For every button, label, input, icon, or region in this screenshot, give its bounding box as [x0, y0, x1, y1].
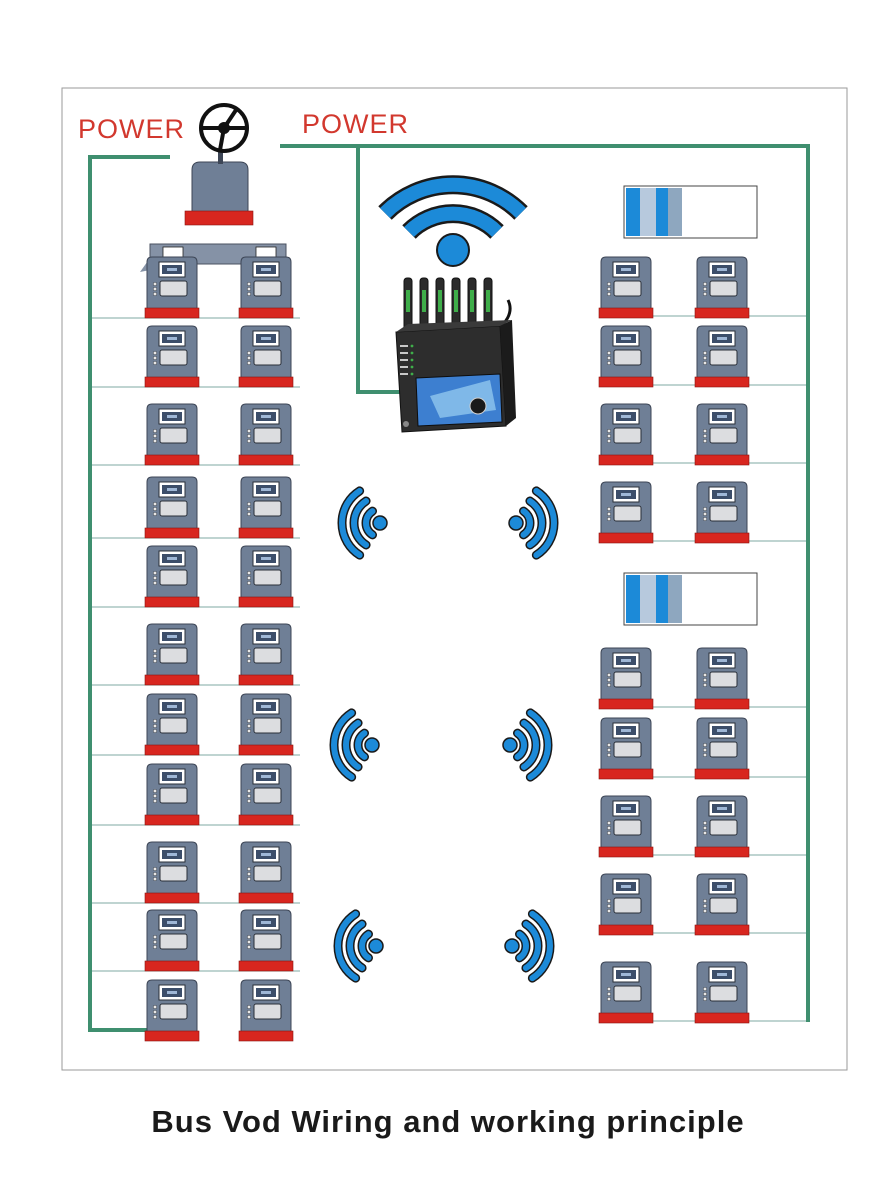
seat-monitor-icon: [144, 476, 200, 539]
seat-monitor-icon: [144, 841, 200, 904]
seat-monitor-icon: [598, 961, 654, 1024]
seat-monitor-icon: [598, 256, 654, 319]
seat-monitor-icon: [694, 647, 750, 710]
signal-strength-panel: [623, 185, 758, 239]
power-label-left: POWER: [78, 114, 186, 144]
seat-monitor-icon: [144, 623, 200, 686]
seat-monitor-icon: [238, 325, 294, 388]
seat-monitor-icon: [694, 403, 750, 466]
seat-monitor-icon: [238, 909, 294, 972]
seat-monitor-icon: [598, 717, 654, 780]
seat-monitor-icon: [598, 325, 654, 388]
seat-monitor-icon: [694, 873, 750, 936]
power-label-right: POWER: [302, 109, 410, 139]
seat-monitor-icon: [144, 325, 200, 388]
seat-monitor-icon: [598, 873, 654, 936]
seat-monitor-icon: [238, 763, 294, 826]
diagram-frame: [61, 87, 848, 1071]
seat-monitor-icon: [238, 545, 294, 608]
driver-console: [184, 150, 254, 226]
signal-waves-right-icon: [502, 708, 553, 782]
seat-monitor-icon: [144, 909, 200, 972]
seat-monitor-icon: [598, 647, 654, 710]
seat-monitor-icon: [598, 403, 654, 466]
wifi-icon: [378, 175, 528, 267]
seat-monitor-icon: [238, 403, 294, 466]
seat-monitor-icon: [694, 325, 750, 388]
seat-monitor-icon: [144, 545, 200, 608]
seat-monitor-icon: [238, 693, 294, 756]
seat-monitor-icon: [694, 256, 750, 319]
seat-monitor-icon: [144, 763, 200, 826]
signal-waves-left-icon: [329, 708, 380, 782]
signal-waves-left-icon: [333, 909, 384, 983]
seat-monitor-icon: [238, 476, 294, 539]
router-icon: [395, 277, 516, 433]
right-power-wire: [280, 144, 810, 1022]
signal-strength-panel: [623, 572, 758, 626]
seat-monitor-icon: [144, 403, 200, 466]
seat-monitor-icon: [598, 481, 654, 544]
seat-monitor-icon: [694, 795, 750, 858]
power-wiring: [88, 144, 810, 1032]
seat-monitor-icon: [694, 961, 750, 1024]
seat-monitor-icon: [238, 979, 294, 1042]
steering-wheel-icon: [199, 103, 249, 153]
seat-monitor-icon: [598, 795, 654, 858]
seat-monitor-icon: [144, 979, 200, 1042]
seat-monitor-icon: [144, 693, 200, 756]
left-power-wire: [88, 155, 170, 1032]
seat-monitor-icon: [238, 256, 294, 319]
seat-monitor-icon: [694, 481, 750, 544]
signal-waves-right-icon: [504, 909, 555, 983]
seat-monitor-icon: [238, 841, 294, 904]
seat-monitor-icon: [238, 623, 294, 686]
seat-monitor-icon: [694, 717, 750, 780]
router-power-wire: [356, 146, 400, 394]
seat-monitor-icon: [144, 256, 200, 319]
diagram-caption: Bus Vod Wiring and working principle: [151, 1104, 745, 1139]
signal-waves-left-icon: [337, 486, 388, 560]
signal-waves-right-icon: [508, 486, 559, 560]
